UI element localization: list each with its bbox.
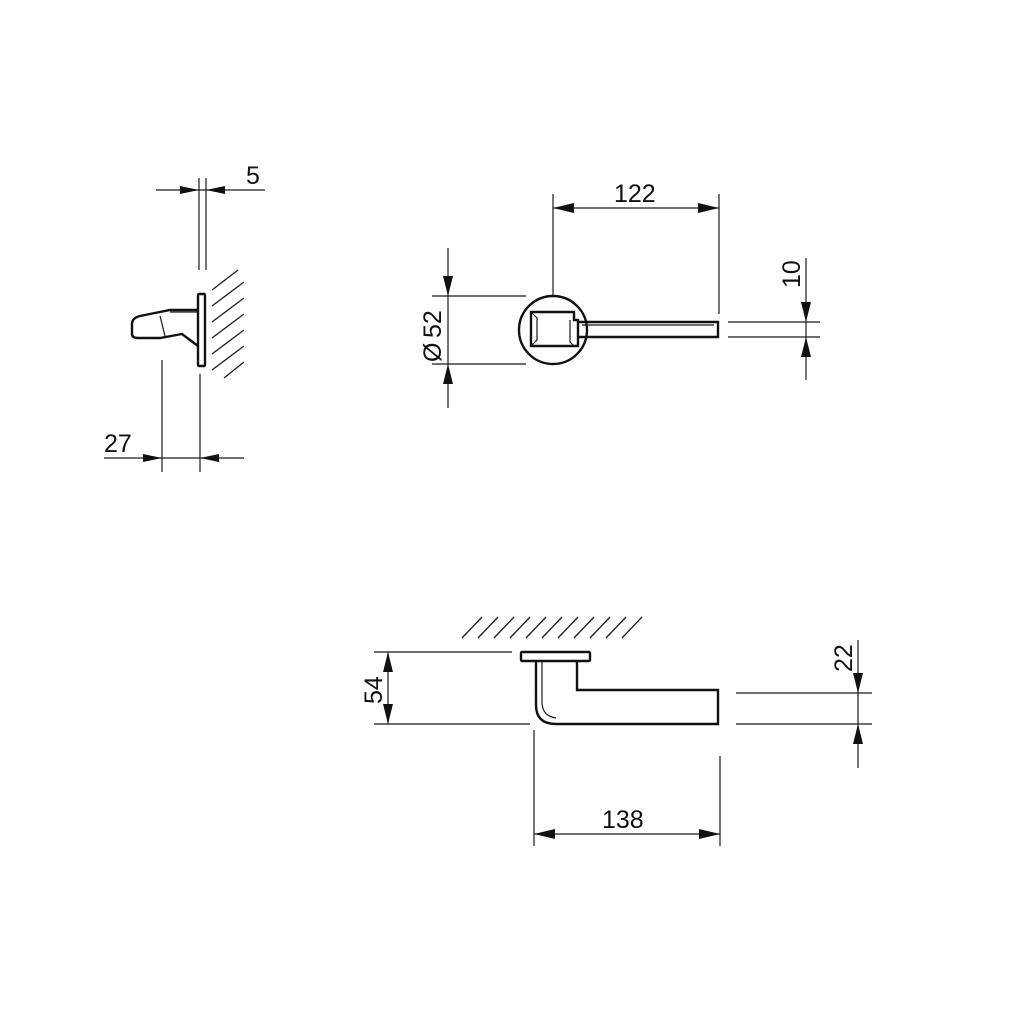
dim-front-diameter-symbol: Ø: [419, 343, 447, 362]
front-lever-neck: [529, 310, 580, 348]
dim-side-plate-thickness: 5: [246, 162, 260, 190]
dim-front-length: 122: [614, 180, 656, 208]
dim-top-offset: 54: [360, 676, 388, 704]
top-view: 54 22 138: [360, 616, 872, 846]
dim-side-projection: 27: [104, 430, 132, 458]
front-view: 122 Ø 52 10: [419, 180, 820, 408]
dim-front-bar-thickness: 10: [778, 260, 806, 288]
side-view: 5 27: [104, 162, 265, 472]
top-rose-plate: [519, 650, 592, 663]
front-lever-bar: [578, 320, 720, 339]
top-lever-profile: [534, 661, 720, 726]
dim-top-bar-height: 22: [830, 644, 858, 672]
side-rose-plate: [196, 292, 207, 368]
side-wall-hatching: [211, 269, 245, 379]
top-door-hatching: [461, 616, 643, 639]
dim-top-length: 138: [602, 806, 644, 834]
side-lever-profile: [130, 308, 199, 347]
dim-front-rose-diameter: 52: [419, 310, 447, 338]
